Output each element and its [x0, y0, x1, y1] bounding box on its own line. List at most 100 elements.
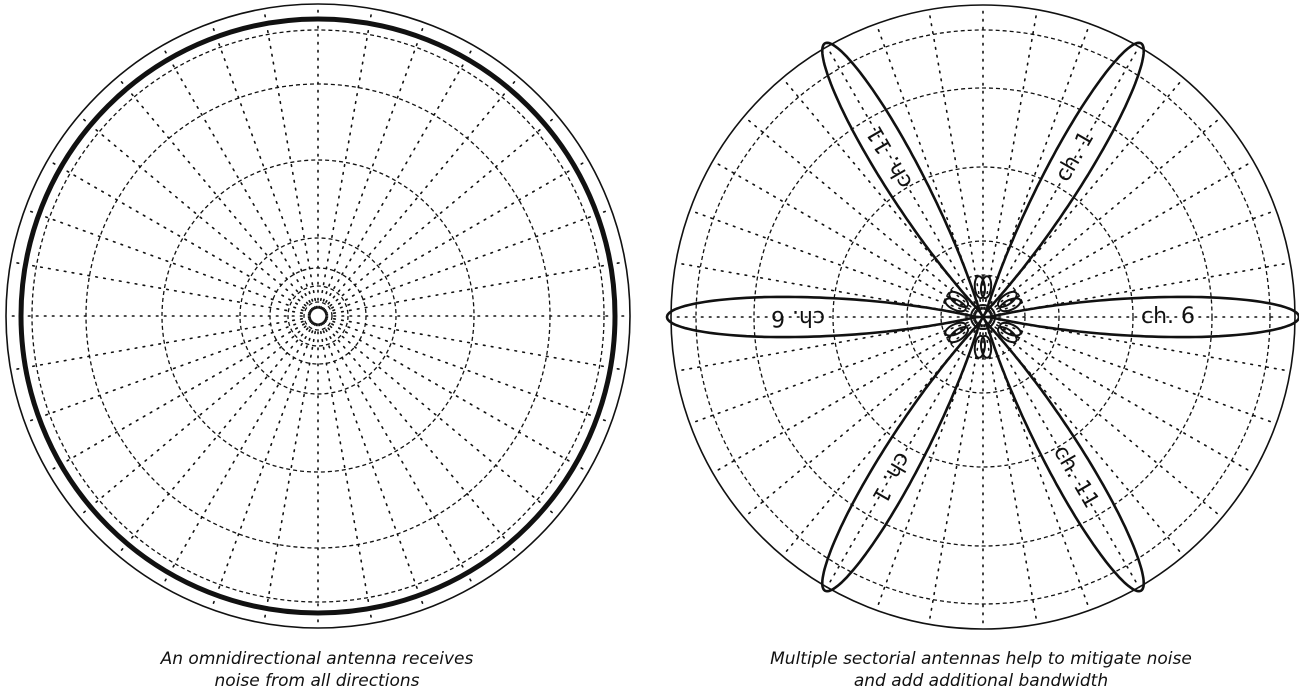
sector-spoke-10: [990, 262, 1292, 317]
omni-spoke-70: [319, 22, 426, 310]
omni-spoke-350: [325, 316, 627, 371]
omni-spoke-300: [321, 322, 475, 587]
sector-spoke-350: [990, 317, 1292, 372]
sector-spoke-50: [987, 77, 1185, 312]
sector-spoke-290: [984, 323, 1091, 611]
omni-spoke-30: [324, 159, 589, 313]
omni-spoke-40: [323, 114, 558, 312]
omnidirectional-gain-pattern: [18, 16, 618, 616]
sector-spoke-260: [928, 324, 983, 626]
omni-spoke-60: [321, 45, 475, 310]
omni-dashed-ring-6: [287, 285, 349, 347]
omni-spoke-110: [210, 22, 317, 310]
sectorial-caption-line-2: and add additional bandwidth: [853, 671, 1109, 691]
omnidirectional-caption: An omnidirectional antenna receives nois…: [17, 648, 617, 692]
omni-spoke-250: [210, 322, 317, 610]
sector-dashed-ring-4: [906, 240, 1060, 394]
omni-spoke-320: [323, 320, 558, 518]
omni-spoke-100: [263, 7, 318, 309]
sector-spoke-20: [989, 209, 1277, 316]
sector-lobe-4-sidelobe-2: [944, 321, 967, 337]
omni-spoke-340: [324, 317, 612, 424]
sector-spoke-120: [826, 46, 980, 311]
sector-outer-boundary: [670, 4, 1296, 630]
sector-lobe-label-1: ch. 6: [1141, 304, 1195, 329]
omni-dashed-ring-1: [31, 29, 605, 603]
sectorial-caption-line-1: Multiple sectorial antennas help to miti…: [770, 649, 1192, 669]
sector-dashed-ring-1: [695, 29, 1271, 605]
omni-spoke-310: [322, 321, 520, 556]
omni-spoke-120: [161, 45, 315, 310]
omnidirectional-caption-line-1: An omnidirectional antenna receives: [160, 649, 474, 669]
sector-spoke-340: [989, 318, 1277, 425]
sector-lobe-label-2: ch. 1: [1051, 127, 1100, 186]
sector-spoke-220: [743, 321, 978, 519]
omni-spoke-20: [324, 208, 612, 315]
sector-spoke-40: [988, 115, 1223, 313]
sectorial-caption: Multiple sectorial antennas help to miti…: [681, 648, 1281, 692]
sector-lobe-2-sidelobe-2: [979, 275, 993, 300]
sector-spoke-210: [712, 320, 977, 474]
sector-lobe-1-sidelobe-1: [999, 321, 1022, 337]
sector-spoke-190: [674, 317, 976, 372]
sector-lobe-2-sidelobe-1: [996, 290, 1018, 309]
omni-spoke-240: [161, 322, 315, 587]
omni-dashed-ring-4: [239, 237, 397, 395]
sector-spoke-60: [986, 46, 1140, 311]
omni-outer-boundary: [5, 3, 631, 629]
omni-spoke-220: [78, 320, 313, 518]
sector-dashed-ring-2: [753, 87, 1213, 547]
sector-lobe-label-4: ch. 6: [771, 305, 825, 330]
omni-spoke-130: [116, 76, 314, 311]
omni-dashed-ring-3: [161, 159, 475, 473]
sector-spoke-100: [928, 8, 983, 310]
omni-spoke-150: [47, 159, 312, 313]
sector-lobe-1-sidelobe-2: [999, 297, 1022, 313]
omni-spoke-80: [318, 7, 373, 309]
sector-spoke-280: [983, 324, 1038, 626]
omni-spoke-290: [319, 322, 426, 610]
sector-spoke-150: [712, 160, 977, 314]
sector-spoke-310: [987, 322, 1185, 557]
omni-spoke-190: [9, 316, 311, 371]
sector-spoke-250: [875, 323, 982, 611]
omnidirectional-caption-line-2: noise from all directions: [214, 671, 420, 691]
sector-lobe-6-sidelobe-2: [996, 325, 1018, 344]
omni-spoke-10: [325, 261, 627, 316]
sector-spoke-110: [875, 23, 982, 311]
omni-spoke-140: [78, 114, 313, 312]
sector-center-tangle: [970, 304, 996, 330]
sector-spoke-160: [689, 209, 977, 316]
sector-lobe-5-sidelobe-1: [948, 325, 970, 344]
sector-spoke-240: [826, 323, 980, 588]
sector-lobe-5-sidelobe-2: [973, 334, 986, 359]
omni-spoke-200: [24, 317, 312, 424]
sector-spoke-320: [988, 321, 1223, 519]
sector-spoke-70: [984, 23, 1091, 311]
sector-dashed-ring-3: [832, 166, 1134, 468]
omnidirectional-polar-plot: [5, 3, 631, 629]
omni-spoke-330: [324, 319, 589, 473]
sector-spoke-330: [989, 320, 1254, 474]
sector-lobe-label-5: ch. 1: [867, 448, 916, 507]
omni-spoke-210: [47, 319, 312, 473]
sector-spoke-230: [781, 322, 979, 557]
sector-spoke-80: [983, 8, 1038, 310]
omni-spoke-160: [24, 208, 312, 315]
omni-spoke-230: [116, 321, 314, 556]
sector-spoke-140: [743, 115, 978, 313]
omni-spoke-260: [263, 323, 318, 625]
sector-spoke-170: [674, 262, 976, 317]
sector-spoke-130: [781, 77, 979, 312]
omni-spoke-280: [318, 323, 373, 625]
sector-lobe-6-sidelobe-1: [979, 334, 993, 359]
sector-spoke-30: [989, 160, 1254, 314]
omni-dashed-ring-7: [303, 301, 333, 331]
sector-lobe-3-sidelobe-2: [948, 290, 970, 309]
omni-spoke-50: [322, 76, 520, 311]
sector-spoke-200: [689, 318, 977, 425]
sector-lobe-3-sidelobe-1: [973, 275, 986, 300]
omni-spoke-170: [9, 261, 311, 316]
sector-spoke-300: [986, 323, 1140, 588]
